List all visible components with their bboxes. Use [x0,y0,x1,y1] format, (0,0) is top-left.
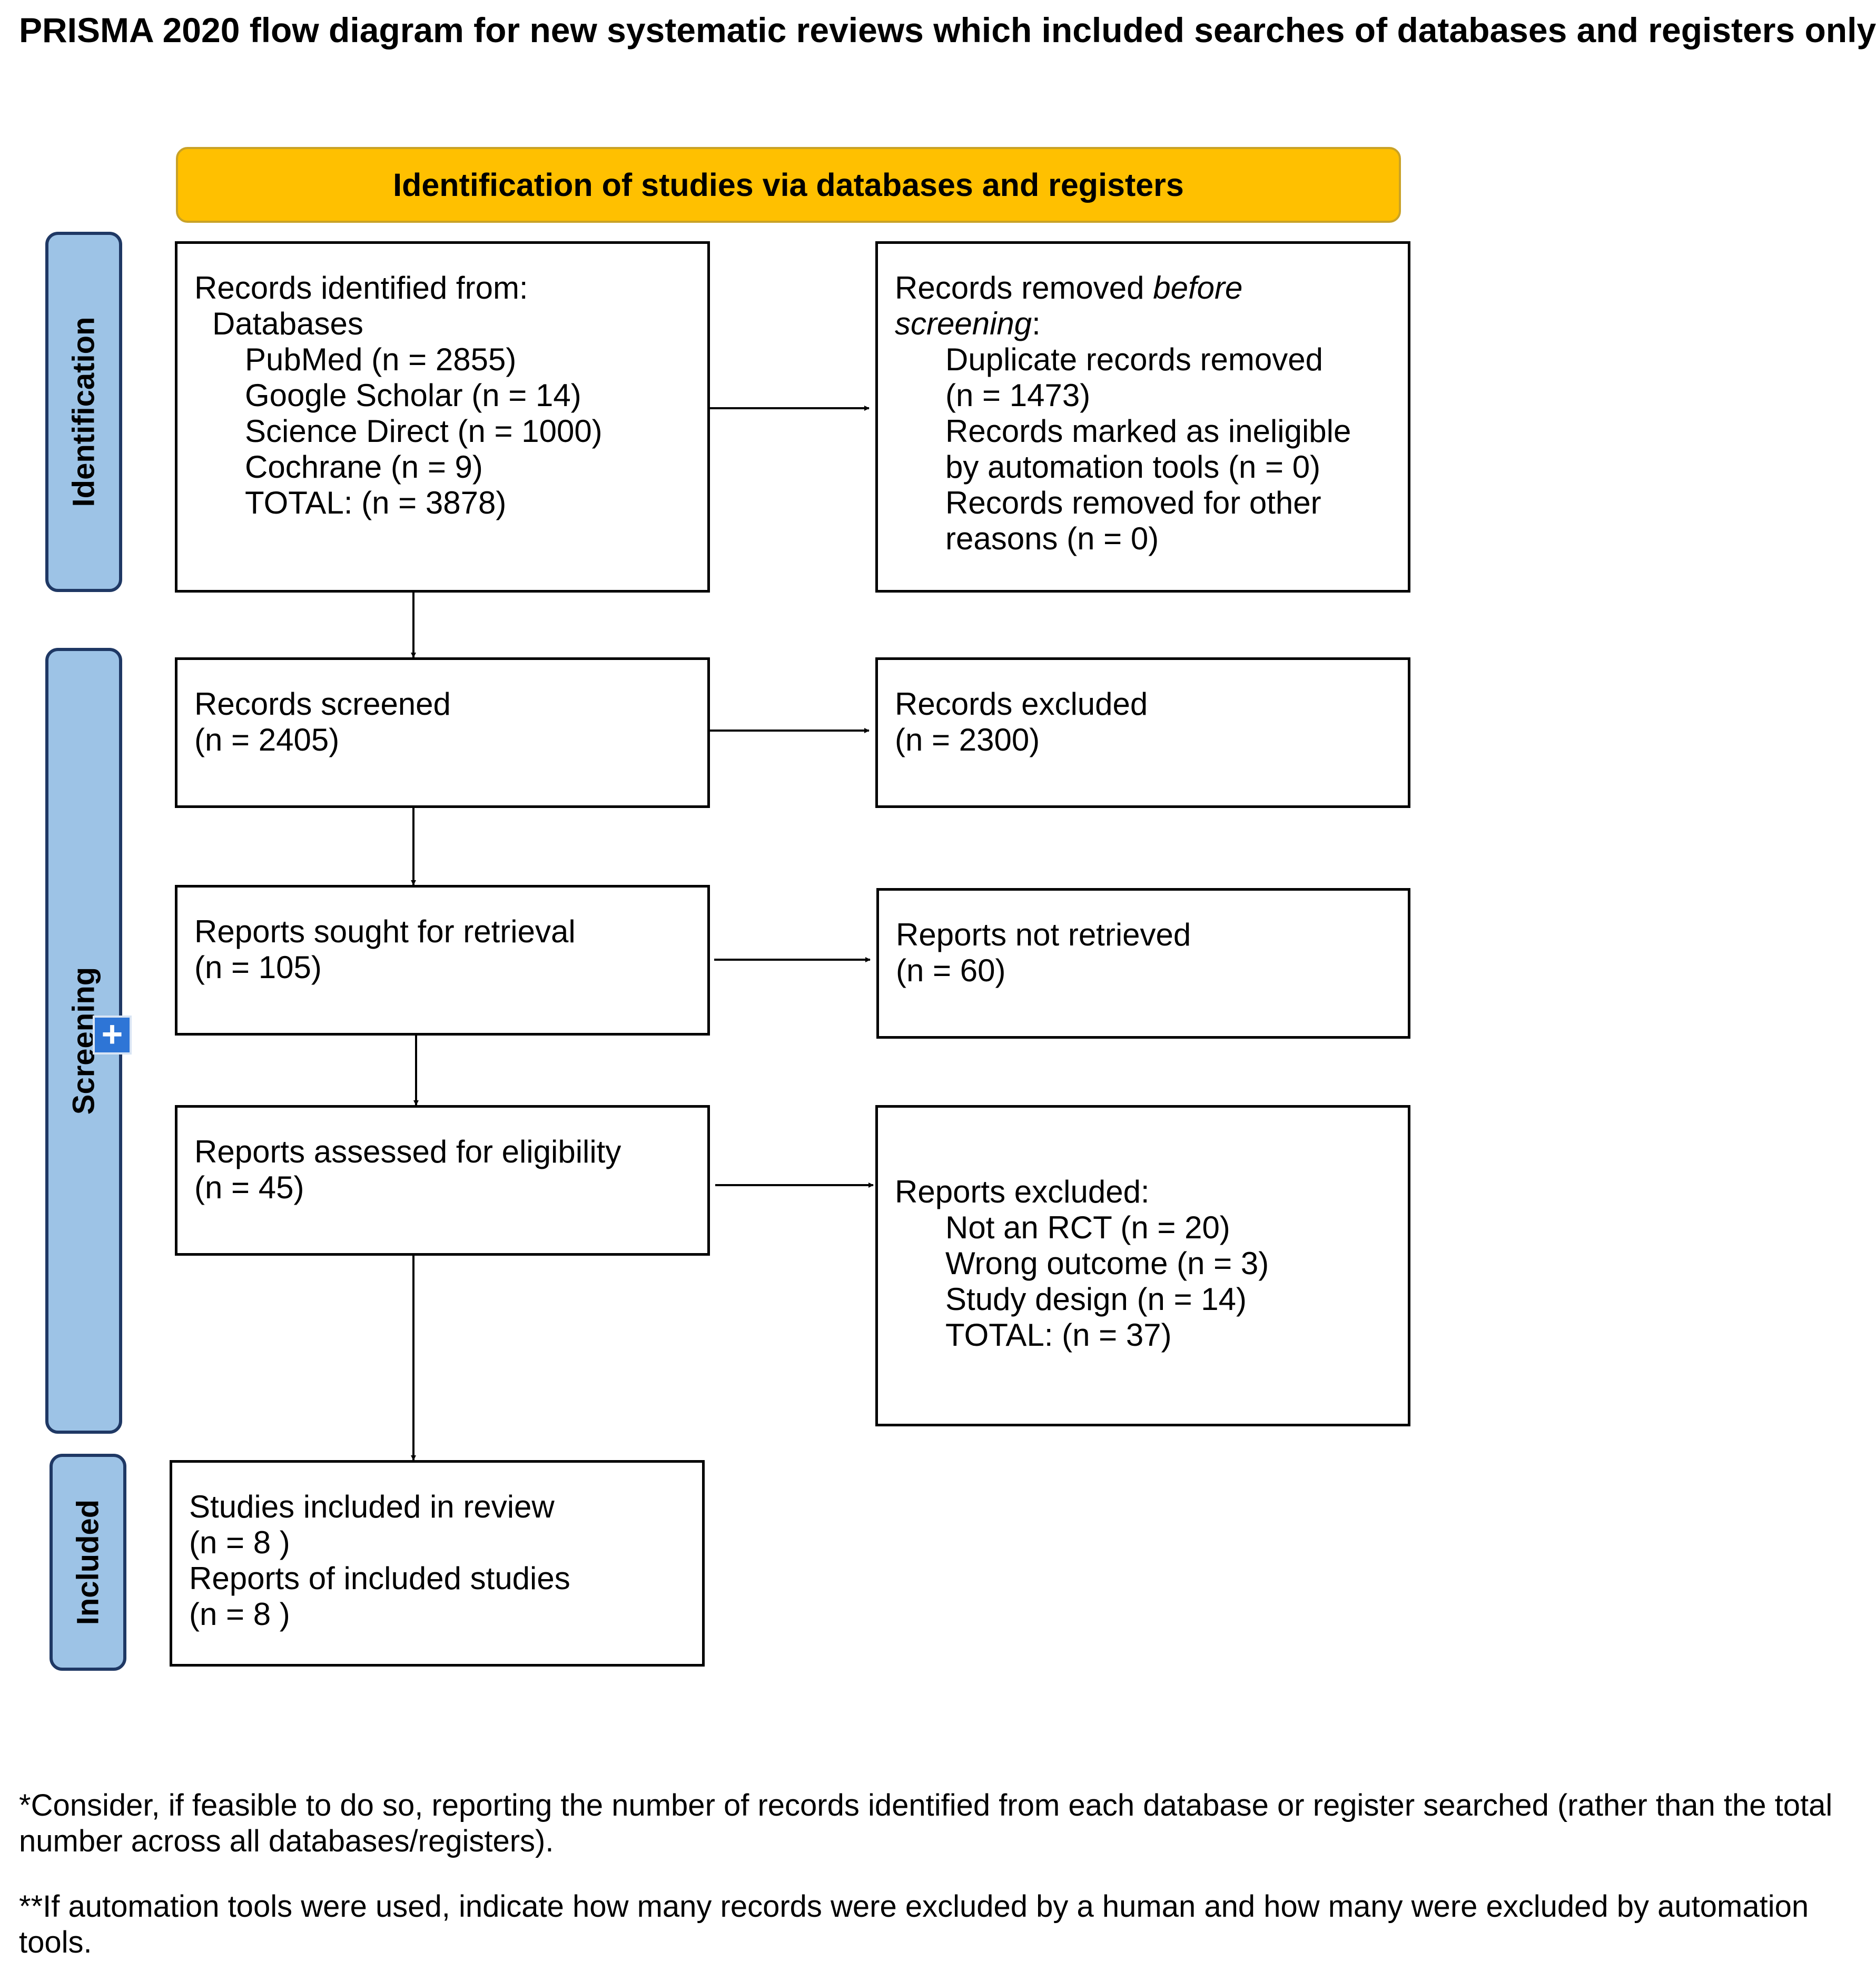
records-excluded-label: Records excluded [895,686,1148,722]
records-removed-heading-suffix: : [1032,306,1041,341]
records-excluded-box: Records excluded (n = 2300) [875,657,1410,808]
source-total: TOTAL: (n = 3878) [245,485,507,520]
reason-wrong-outcome: Wrong outcome (n = 3) [945,1246,1269,1281]
add-icon[interactable]: + [93,1016,132,1055]
footnote-2: **If automation tools were used, indicat… [19,1889,1809,1959]
reports-sought-count: (n = 105) [194,950,322,985]
studies-included-box: Studies included in review (n = 8 ) Repo… [170,1460,705,1667]
reports-included-label: Reports of included studies [189,1561,570,1596]
records-removed-heading-prefix: Records removed [895,270,1153,305]
reports-assessed-box: Reports assessed for eligibility (n = 45… [175,1105,710,1256]
reports-not-retrieved-count: (n = 60) [896,953,1006,988]
reason-study-design: Study design (n = 14) [945,1282,1247,1317]
reports-included-count: (n = 8 ) [189,1596,290,1632]
records-removed-box: Records removed before screening: Duplic… [875,241,1410,593]
reason-not-rct: Not an RCT (n = 20) [945,1210,1230,1245]
phase-included: Included [50,1454,126,1671]
records-excluded-count: (n = 2300) [895,722,1040,757]
reports-excluded-box: Reports excluded: Not an RCT (n = 20) Wr… [875,1105,1410,1426]
records-identified-box: Records identified from: Databases PubMe… [175,241,710,593]
duplicate-removed-label: Duplicate records removed [945,342,1323,377]
records-screened-count: (n = 2405) [194,722,340,757]
reports-not-retrieved-box: Reports not retrieved (n = 60) [876,888,1410,1039]
records-removed-heading: Records removed before [895,270,1408,306]
page-title: PRISMA 2020 flow diagram for new systema… [19,11,1876,50]
reports-assessed-label: Reports assessed for eligibility [194,1134,621,1169]
source-cochrane: Cochrane (n = 9) [245,449,483,485]
other-reasons-label: Records removed for other [945,485,1321,520]
databases-label: Databases [212,306,363,341]
records-removed-heading-before: before [1153,270,1243,305]
records-removed-heading-line2: screening: [895,306,1408,342]
studies-included-count: (n = 8 ) [189,1525,290,1560]
duplicate-removed-count: (n = 1473) [945,378,1091,413]
studies-included-label: Studies included in review [189,1489,555,1524]
source-google-scholar: Google Scholar (n = 14) [245,378,581,413]
source-science-direct: Science Direct (n = 1000) [245,413,603,449]
records-removed-heading-screening: screening [895,306,1032,341]
identification-banner: Identification of studies via databases … [176,147,1401,223]
reports-assessed-count: (n = 45) [194,1170,304,1205]
reports-sought-label: Reports sought for retrieval [194,914,576,949]
ineligible-label: Records marked as ineligible [945,413,1351,449]
records-screened-label: Records screened [194,686,451,722]
other-reasons-count: reasons (n = 0) [945,521,1159,556]
reports-excluded-heading: Reports excluded: [895,1174,1150,1209]
reason-total: TOTAL: (n = 37) [945,1317,1172,1353]
reports-not-retrieved-label: Reports not retrieved [896,917,1191,952]
footnote-1: *Consider, if feasible to do so, reporti… [19,1788,1833,1858]
ineligible-count: by automation tools (n = 0) [945,449,1321,485]
records-screened-box: Records screened (n = 2405) [175,657,710,808]
reports-sought-box: Reports sought for retrieval (n = 105) [175,885,710,1036]
records-identified-heading: Records identified from: [194,270,528,305]
source-pubmed: PubMed (n = 2855) [245,342,517,377]
phase-identification: Identification [45,232,122,592]
